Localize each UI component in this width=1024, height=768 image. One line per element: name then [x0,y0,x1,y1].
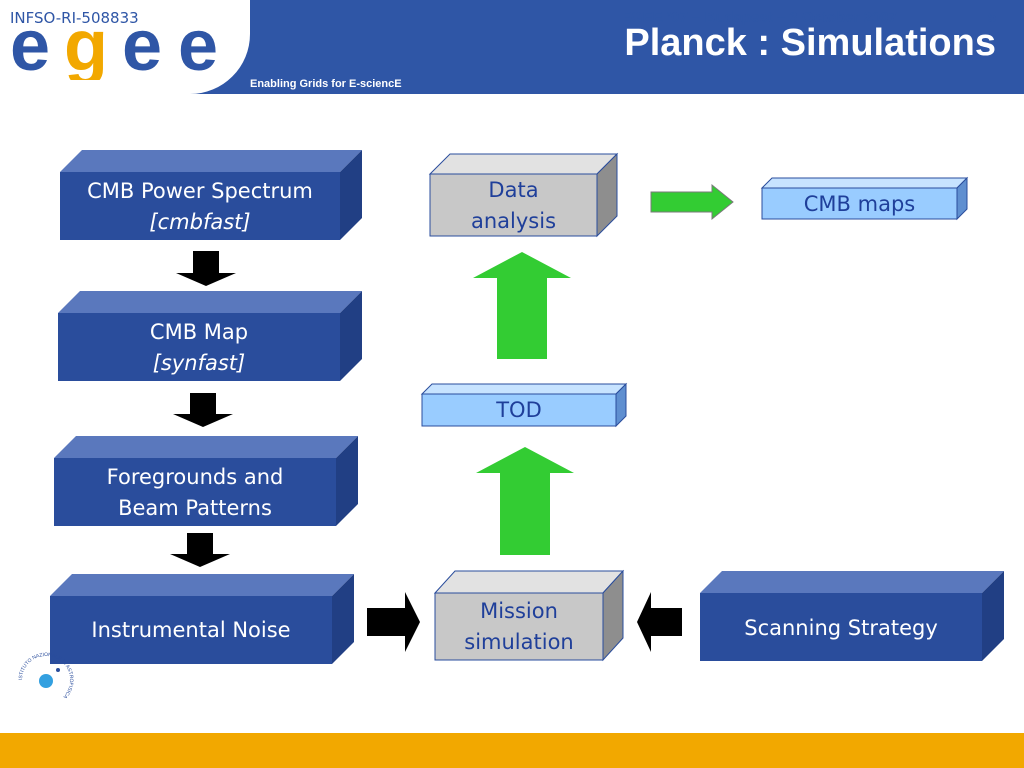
mission-simulation-box [433,569,625,662]
svg-text:e: e [122,8,162,80]
cmb-maps-label: CMB maps [803,192,916,216]
foregrounds-box [54,436,358,526]
up-arrow-tod-to-analysis [473,252,571,359]
tagline: Enabling Grids for E-sciencE [250,78,402,90]
svg-text:e: e [178,8,218,80]
footer-bar [0,733,1024,768]
inaf-seal-logo: ISTITUTO NAZIONALE DI ASTROFISICA [18,652,74,700]
data-analysis-label: Data analysis [470,178,557,233]
cmb-power-spectrum-label: CMB Power Spectrum [cmbfast] [87,179,313,234]
data-analysis-box [428,152,619,238]
left-arrow-scanning-to-mission [637,592,682,652]
slide-title: Planck : Simulations [624,22,996,64]
foregrounds-label: Foregrounds and Beam Patterns [106,465,284,520]
scanning-strategy-box [700,571,1004,661]
instrumental-noise-label: Instrumental Noise [91,618,291,642]
svg-text:g: g [64,8,108,80]
flow-diagram [50,150,1004,664]
logo-panel [0,0,250,94]
down-arrow-3 [170,533,230,567]
page-number: 5 [988,9,997,26]
instrumental-noise-box [50,574,354,664]
egee-logo: e g e e [10,8,218,80]
scanning-strategy-label: Scanning Strategy [744,616,938,640]
footer-project-id: INFSO-RI-508833 [10,9,139,27]
cmb-power-spectrum-box [60,150,362,240]
svg-text:e: e [10,8,50,80]
down-arrow-1 [176,251,236,286]
footer-event: EGEE ’07 – Budapest – 3 October 2007 [621,9,897,26]
tod-label: TOD [496,398,542,422]
down-arrow-2 [173,393,233,427]
cmb-map-box [58,291,362,381]
right-arrow-analysis-to-maps [650,183,734,221]
right-arrow-noise-to-mission [367,592,420,652]
cmb-map-label: CMB Map [synfast] [149,320,249,375]
cmb-maps-box [760,176,969,221]
mission-simulation-label: Mission simulation [464,599,574,654]
tod-box [420,382,628,428]
up-arrow-mission-to-tod [476,447,574,555]
